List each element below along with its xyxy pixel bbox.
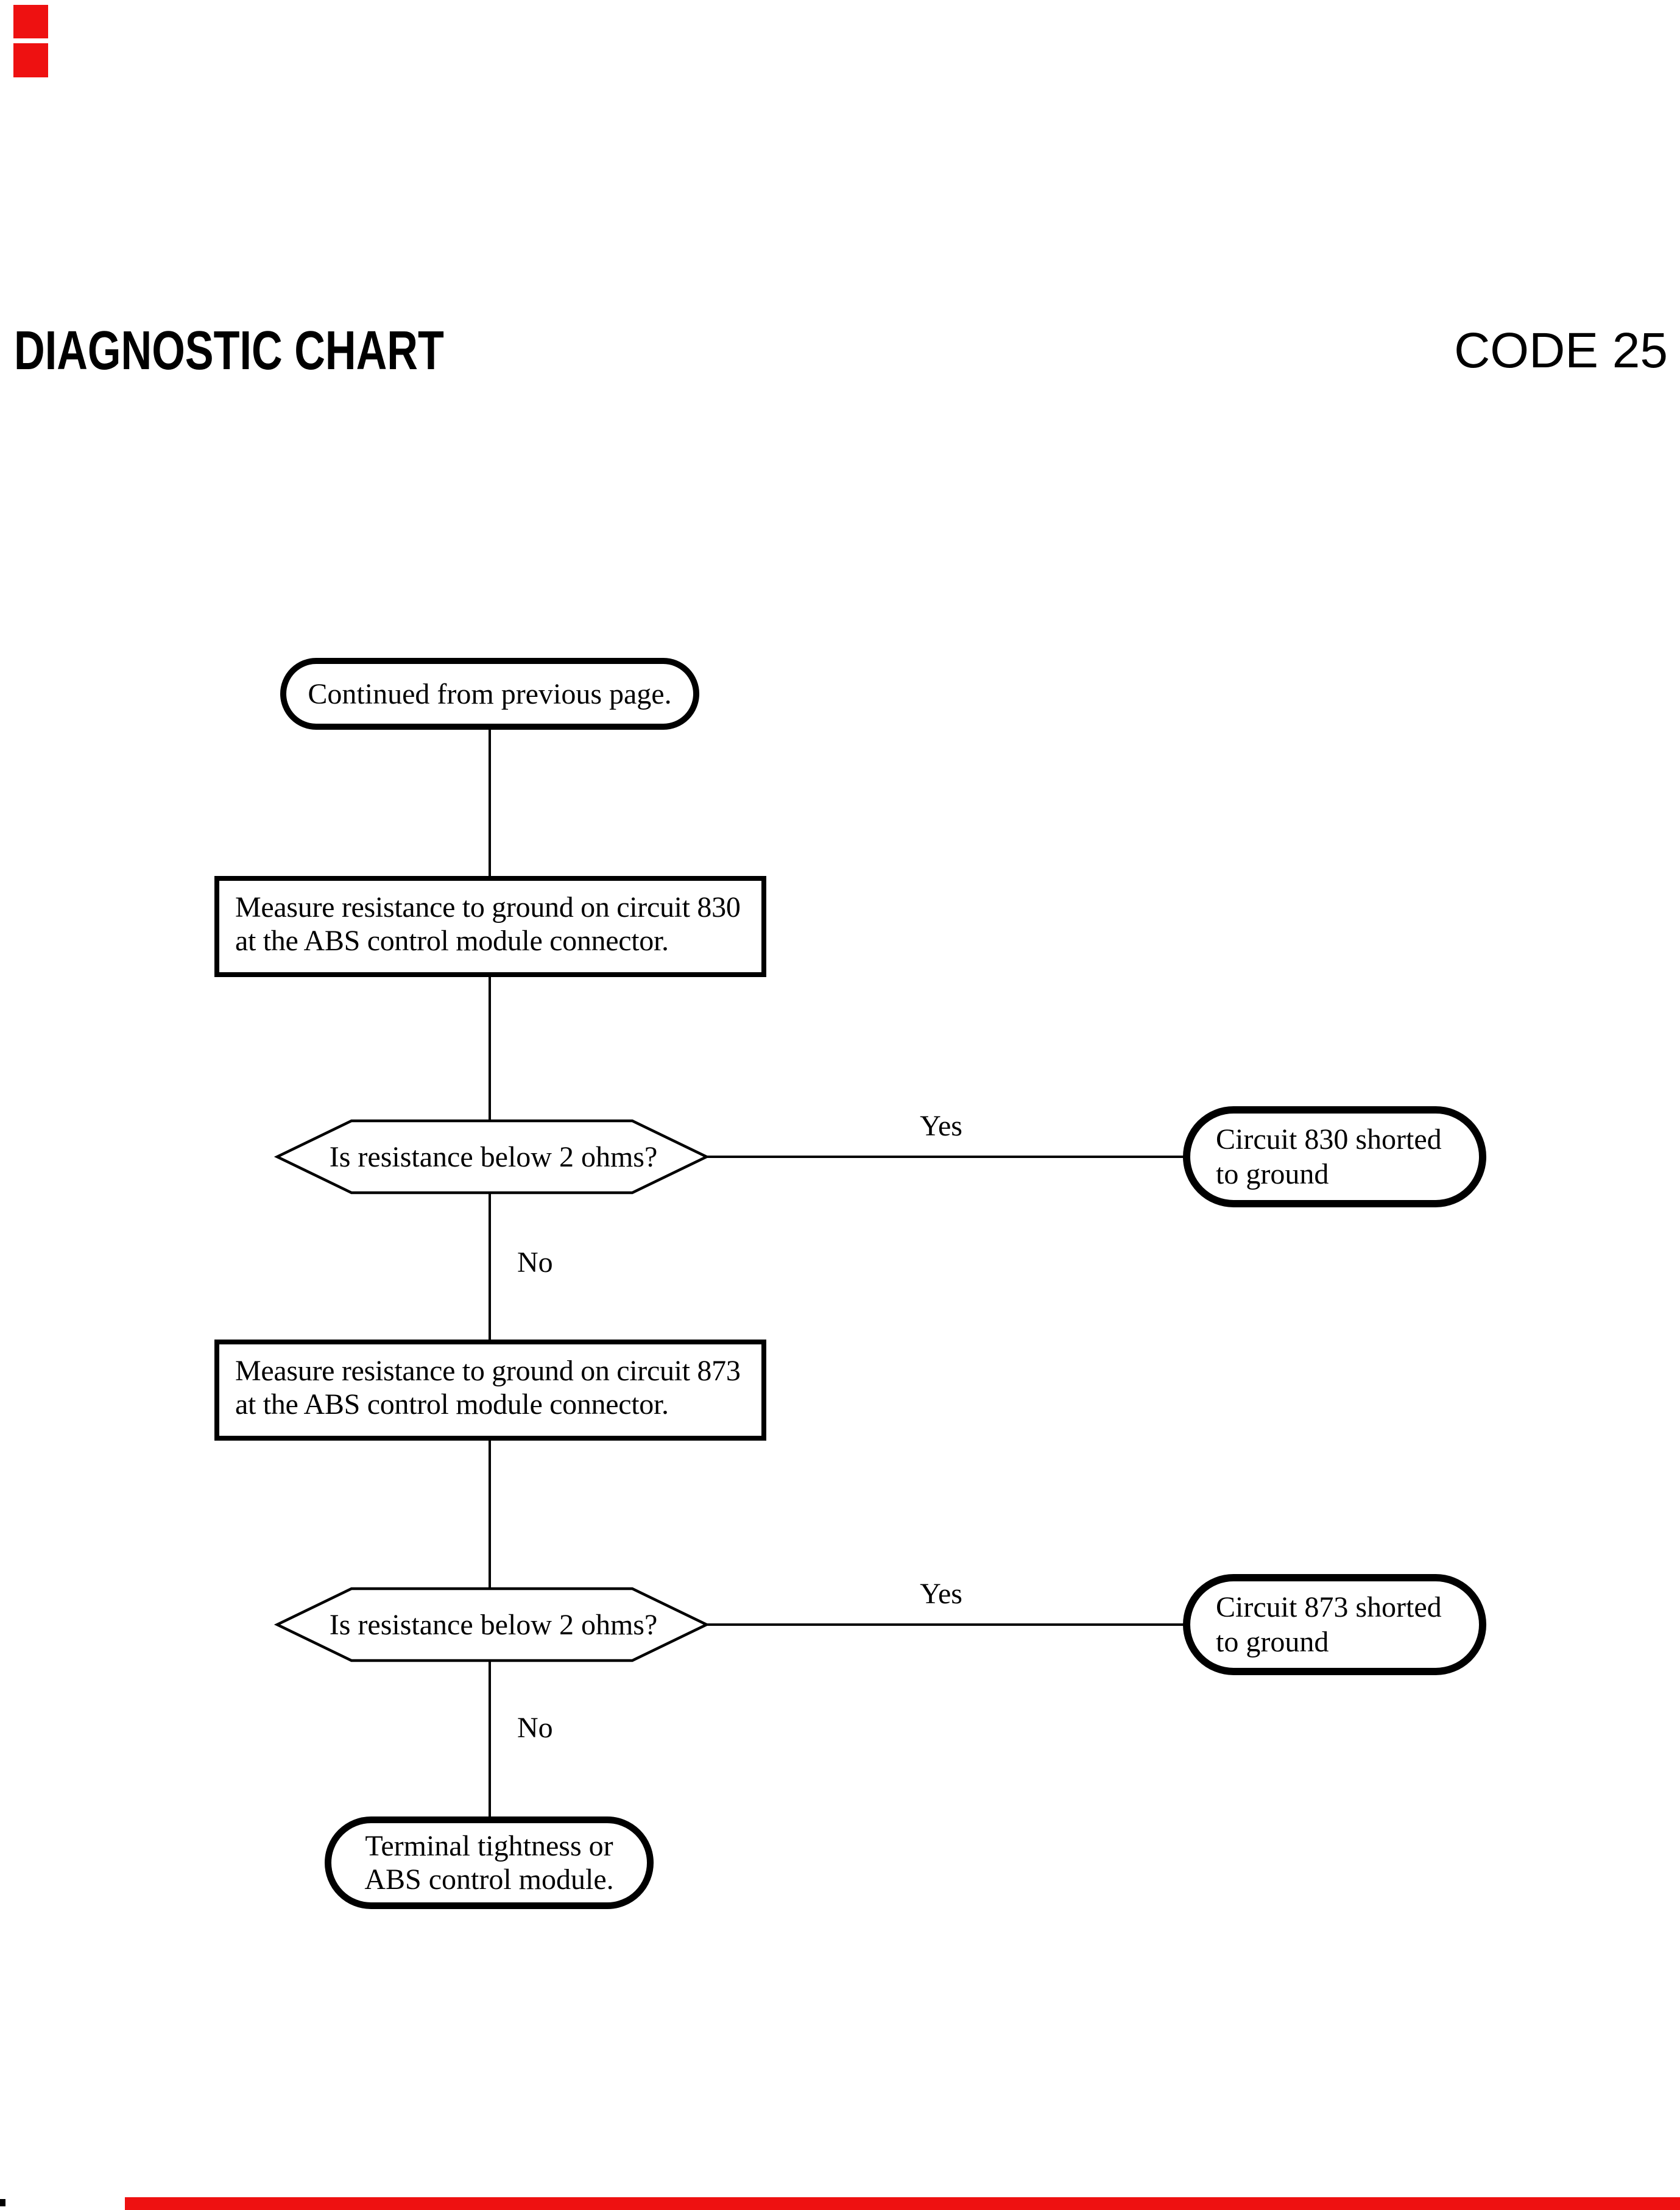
end-line2: ABS control module. [364, 1863, 614, 1896]
page-title: DIAGNOSTIC CHART [14, 320, 444, 381]
node-decision-873: Is resistance below 2 ohms? [280, 1589, 707, 1661]
result1-line1: Circuit 830 shorted [1216, 1123, 1442, 1156]
node-result-circuit-873: Circuit 873 shorted to ground [1183, 1574, 1486, 1675]
decision2-text: Is resistance below 2 ohms? [329, 1608, 658, 1641]
node-measure-circuit-830: Measure resistance to ground on circuit … [214, 876, 766, 977]
node-start-terminator: Continued from previous page. [280, 658, 699, 730]
edge-label-yes-2: Yes [920, 1578, 962, 1610]
decision1-text: Is resistance below 2 ohms? [329, 1140, 658, 1173]
node-end-terminator: Terminal tightness or ABS control module… [325, 1816, 654, 1909]
process1-line2: at the ABS control module connector. [235, 925, 669, 957]
edge-label-no-2: No [517, 1712, 553, 1744]
result1-line2: to ground [1216, 1158, 1329, 1190]
node-measure-circuit-873: Measure resistance to ground on circuit … [214, 1340, 766, 1441]
decision1-hexagon [274, 1119, 710, 1195]
result2-line2: to ground [1216, 1626, 1329, 1658]
edge-label-yes-1: Yes [920, 1110, 962, 1142]
process1-line1: Measure resistance to ground on circuit … [235, 891, 741, 923]
process2-line1: Measure resistance to ground on circuit … [235, 1355, 741, 1387]
result2-line1: Circuit 873 shorted [1216, 1591, 1442, 1623]
red-edge-strip-bottom [125, 2197, 1680, 2210]
process2-line2: at the ABS control module connector. [235, 1388, 669, 1421]
red-edge-mark-top-1 [13, 5, 48, 38]
red-edge-mark-top-2 [13, 43, 48, 77]
node-decision-830: Is resistance below 2 ohms? [280, 1121, 707, 1193]
scan-speck [0, 2199, 5, 2206]
decision2-hexagon [274, 1587, 710, 1662]
node-result-circuit-830: Circuit 830 shorted to ground [1183, 1106, 1486, 1207]
code-number: CODE 25 [1454, 323, 1668, 378]
edge-label-no-1: No [517, 1246, 553, 1279]
node-start-label: Continued from previous page. [308, 677, 672, 710]
end-line1: Terminal tightness or [365, 1830, 613, 1862]
